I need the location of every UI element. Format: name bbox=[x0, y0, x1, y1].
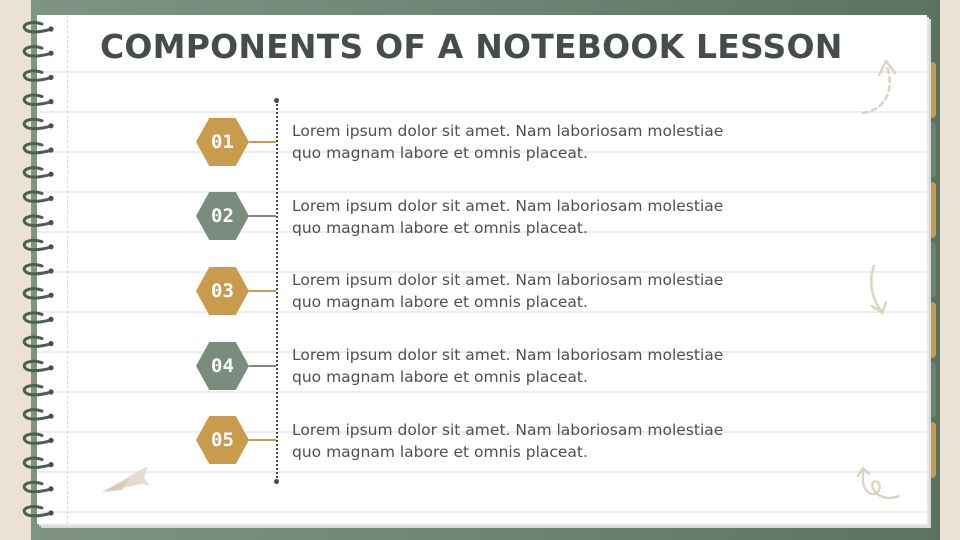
spiral-ring bbox=[22, 69, 50, 82]
spiral-ring bbox=[22, 117, 50, 131]
loop-arrow-icon bbox=[856, 466, 901, 500]
notebook-tab bbox=[926, 122, 936, 178]
connector-line bbox=[249, 215, 276, 217]
spiral-ring bbox=[22, 287, 50, 300]
spiral-hole bbox=[48, 26, 54, 32]
spiral-ring bbox=[22, 335, 50, 348]
timeline-start-dot bbox=[274, 98, 279, 103]
spiral-hole bbox=[48, 389, 54, 395]
spiral-ring bbox=[22, 384, 50, 397]
connector-line bbox=[249, 290, 276, 292]
spiral-ring bbox=[22, 45, 50, 58]
step-description: Lorem ipsum dolor sit amet. Nam laborios… bbox=[292, 421, 724, 461]
spiral-ring bbox=[22, 505, 50, 518]
spiral-hole bbox=[48, 220, 54, 226]
notebook-tab bbox=[926, 422, 936, 478]
spiral-ring bbox=[22, 432, 50, 445]
slide-title: COMPONENTS OF A NOTEBOOK LESSON bbox=[100, 27, 843, 66]
notebook-tab bbox=[926, 242, 936, 298]
step-description: Lorem ipsum dolor sit amet. Nam laborios… bbox=[292, 122, 724, 162]
spiral-ring bbox=[22, 408, 50, 421]
spiral-ring bbox=[22, 456, 50, 469]
spiral-hole bbox=[48, 510, 54, 516]
spiral-hole bbox=[48, 316, 54, 322]
spiral-hole bbox=[48, 462, 54, 468]
spiral-hole bbox=[48, 74, 54, 80]
spiral-hole bbox=[48, 147, 54, 153]
spiral-hole bbox=[48, 244, 54, 250]
spiral-hole bbox=[48, 50, 54, 56]
notebook-tab bbox=[926, 62, 936, 118]
spiral-hole bbox=[48, 268, 54, 274]
spiral-hole bbox=[48, 123, 54, 129]
dashed-curved-arrow-icon bbox=[861, 59, 897, 115]
spiral-hole bbox=[48, 486, 54, 492]
spiral-hole bbox=[48, 99, 54, 105]
spiral-ring bbox=[22, 93, 50, 106]
spiral-ring bbox=[22, 359, 50, 373]
notebook-page bbox=[37, 15, 927, 524]
spiral-ring bbox=[22, 263, 50, 276]
margin-line bbox=[67, 15, 68, 524]
spiral-ring bbox=[22, 21, 50, 34]
step-description: Lorem ipsum dolor sit amet. Nam laborios… bbox=[292, 271, 724, 311]
notebook-tab bbox=[926, 302, 936, 358]
timeline-line bbox=[276, 101, 278, 482]
spiral-ring bbox=[22, 166, 50, 179]
spiral-ring bbox=[22, 142, 50, 155]
connector-line bbox=[249, 141, 276, 143]
spiral-ring bbox=[22, 214, 50, 227]
connector-line bbox=[249, 365, 276, 367]
step-description: Lorem ipsum dolor sit amet. Nam laborios… bbox=[292, 346, 724, 386]
notebook-tab bbox=[926, 362, 936, 418]
spiral-hole bbox=[48, 171, 54, 177]
spiral-ring bbox=[22, 480, 50, 494]
connector-line bbox=[249, 439, 276, 441]
curved-arrow-down-icon bbox=[870, 264, 888, 315]
spiral-ring bbox=[22, 190, 50, 203]
spiral-hole bbox=[48, 195, 54, 201]
notebook-tab bbox=[926, 182, 936, 238]
timeline-end-dot bbox=[274, 479, 279, 484]
spiral-hole bbox=[48, 413, 54, 419]
spiral-hole bbox=[48, 292, 54, 298]
spiral-ring bbox=[22, 238, 50, 252]
step-description: Lorem ipsum dolor sit amet. Nam laborios… bbox=[292, 197, 724, 237]
spiral-hole bbox=[48, 341, 54, 347]
paper-plane-icon bbox=[102, 466, 150, 492]
spiral-ring bbox=[22, 311, 50, 324]
spiral-hole bbox=[48, 437, 54, 443]
spiral-hole bbox=[48, 365, 54, 371]
spiral-binding-icon bbox=[22, 21, 54, 518]
